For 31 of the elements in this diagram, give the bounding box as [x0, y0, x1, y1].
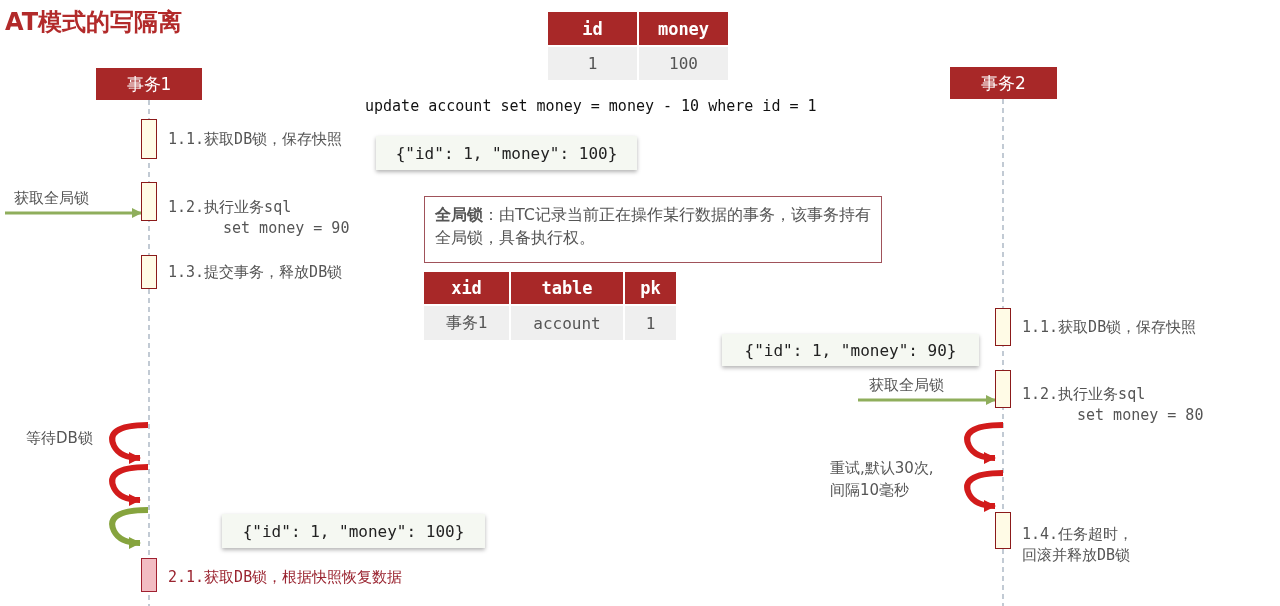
edge-label: 获取全局锁: [14, 189, 89, 208]
annotation-text: 重试,默认30次, 间隔10毫秒: [830, 458, 935, 501]
column-heading: table: [511, 272, 623, 304]
step-label: 1.4.任务超时，回滚并释放DB锁: [1022, 524, 1135, 566]
data-snapshot: {"id": 1, "money": 90}: [722, 334, 979, 366]
step-label: 1.1.获取DB锁，保存快照: [1022, 318, 1197, 337]
column-heading: xid: [424, 272, 509, 304]
step-label: 1.2.执行业务sql: [168, 198, 292, 217]
table-cell: account: [511, 306, 623, 340]
table-cell: 1: [548, 47, 637, 80]
note-box: 全局锁：由TC记录当前正在操作某行数据的事务，该事务持有全局锁，具备执行权。: [424, 196, 882, 263]
data-snapshot: {"id": 1, "money": 100}: [222, 514, 485, 548]
step-label: set money = 90: [223, 219, 350, 237]
step-label: 2.1.获取DB锁，根据快照恢复数据: [168, 568, 403, 587]
column-heading: money: [639, 12, 728, 45]
step-label: 1.3.提交事务，释放DB锁: [168, 263, 343, 282]
step-label: set money = 80: [1077, 406, 1204, 424]
edge-label: 获取全局锁: [869, 376, 944, 395]
participant-header: 事务2: [950, 67, 1057, 99]
step-label: 1.2.执行业务sql: [1022, 385, 1146, 404]
step-label: 1.1.获取DB锁，保存快照: [168, 130, 343, 149]
table-cell: 100: [639, 47, 728, 80]
diagram-title: AT模式的写隔离: [5, 7, 183, 38]
data-snapshot: {"id": 1, "money": 100}: [376, 136, 637, 170]
sql-statement: update account set money = money - 10 where id = 1: [365, 97, 817, 115]
column-heading: id: [548, 12, 637, 45]
column-heading: pk: [625, 272, 676, 304]
table-cell: 事务1: [424, 306, 509, 340]
annotation-text: 等待DB锁: [26, 428, 93, 449]
table-cell: 1: [625, 306, 676, 340]
participant-header: 事务1: [96, 68, 202, 100]
